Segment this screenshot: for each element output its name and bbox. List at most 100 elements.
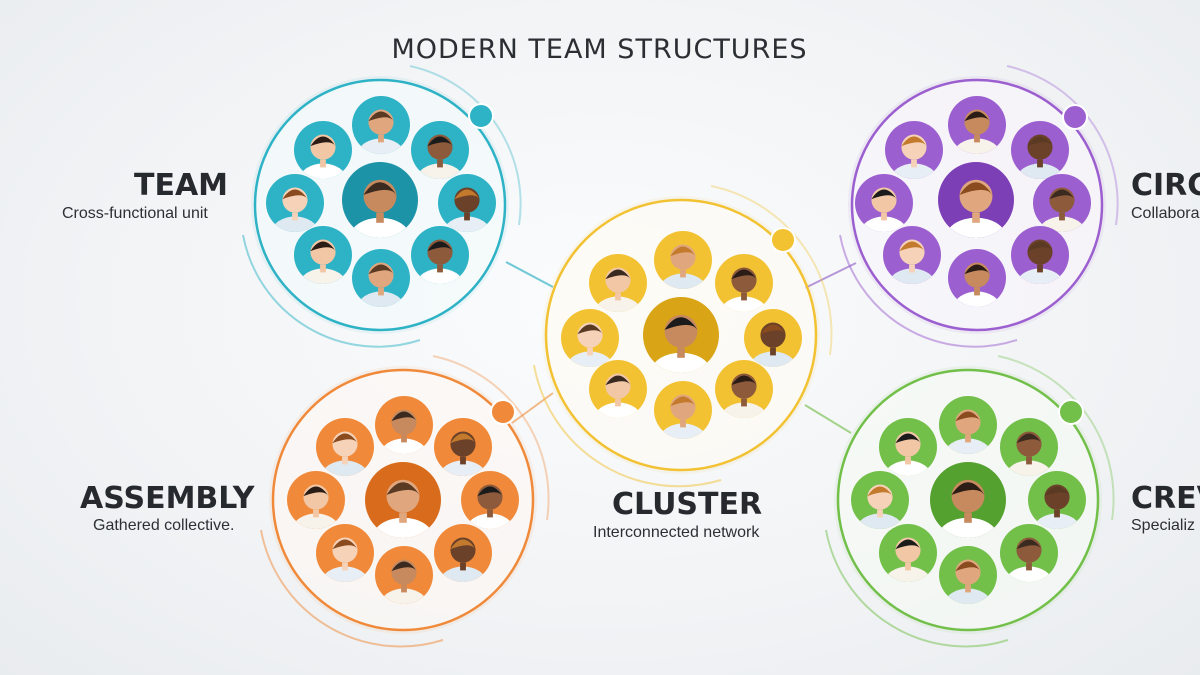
group-subtitle-assembly: Gathered collective. [93,517,235,534]
avatar-hair [959,182,993,195]
person-avatar-icon [938,162,1014,238]
diagram-title: MODERN TEAM STRUCTURES [391,34,808,65]
person-avatar-icon [1028,471,1086,529]
group-cluster-crew [825,355,1115,648]
avatar-hair [427,136,453,147]
group-subtitle-crew: Specializ [1131,517,1196,534]
person-avatar-icon [352,96,410,154]
avatar-body [299,268,347,284]
avatar-body [953,138,1001,154]
avatar-body [860,216,908,232]
group-cluster-cluster [533,185,833,488]
person-avatar-icon [316,418,374,476]
avatar-body [659,273,707,289]
avatar-body [357,291,405,307]
status-dot-icon [490,399,516,425]
person-avatar-icon [561,309,619,367]
group-cluster-circle [839,65,1119,348]
avatar-body [299,163,347,179]
group-arc [825,529,1009,648]
person-avatar-icon [643,297,719,373]
avatar-body [1038,216,1086,232]
person-avatar-icon [879,418,937,476]
group-label-crew: CREV [1131,481,1200,516]
avatar-hair [955,411,981,422]
avatar-body [443,216,491,232]
avatar-body [1016,268,1064,284]
avatar-body [884,460,932,476]
person-avatar-icon [715,360,773,418]
person-avatar-icon [316,524,374,582]
avatar-body [416,268,464,284]
person-avatar-icon [1011,226,1069,284]
avatar-hair [1016,433,1042,444]
avatar-hair [670,396,696,407]
group-arc [260,529,444,648]
avatar-hair [391,561,417,572]
person-avatar-icon [855,174,913,232]
avatar-hair [332,539,358,550]
avatar-body [650,352,712,373]
avatar-body [380,588,428,604]
connector-line [505,261,554,288]
person-avatar-icon [342,162,418,238]
avatar-hair [670,246,696,257]
avatar-hair [899,241,925,252]
avatar-body [720,402,768,418]
person-avatar-icon [744,309,802,367]
avatar-hair [867,486,893,497]
avatar-hair [1027,241,1053,252]
person-avatar-icon [1000,524,1058,582]
person-avatar-icon [939,396,997,454]
avatar-hair [1016,539,1042,550]
person-avatar-icon [1033,174,1091,232]
avatar-body [349,217,411,238]
avatar-body [416,163,464,179]
status-dot-icon [770,227,796,253]
avatar-hair [1044,486,1070,497]
status-dot-icon [1058,399,1084,425]
connector-line [804,262,857,289]
group-cluster-team [242,65,522,348]
group-arc [839,234,1018,348]
connector-line [804,404,852,434]
avatar-hair [310,136,336,147]
avatar-hair [310,241,336,252]
avatar-body [720,296,768,312]
avatar-body [439,566,487,582]
avatar-hair [731,269,757,280]
person-avatar-icon [411,121,469,179]
person-avatar-icon [948,96,1006,154]
avatar-body [944,438,992,454]
avatar-body [466,513,514,529]
avatar-hair [282,189,308,200]
avatar-hair [450,433,476,444]
avatar-body [357,138,405,154]
avatar-body [1005,566,1053,582]
avatar-hair [1049,189,1075,200]
avatar-hair [760,324,786,335]
person-avatar-icon [654,231,712,289]
avatar-body [321,566,369,582]
avatar-hair [368,264,394,275]
avatar-hair [664,317,698,330]
avatar-hair [731,375,757,386]
person-avatar-icon [1000,418,1058,476]
avatar-hair [577,324,603,335]
person-avatar-icon [885,121,943,179]
avatar-body [594,402,642,418]
person-avatar-icon [438,174,496,232]
person-avatar-icon [294,226,352,284]
person-avatar-icon [411,226,469,284]
avatar-body [292,513,340,529]
person-avatar-icon [266,174,324,232]
group-arc [242,234,421,348]
avatar-body [888,268,936,284]
group-arc [432,355,550,521]
group-subtitle-cluster: Interconnected network [593,524,760,541]
avatar-hair [895,539,921,550]
person-avatar-icon [930,462,1006,538]
group-subtitle-team: Cross-functional unit [62,205,208,222]
group-arc [710,185,833,356]
avatar-body [1033,513,1081,529]
